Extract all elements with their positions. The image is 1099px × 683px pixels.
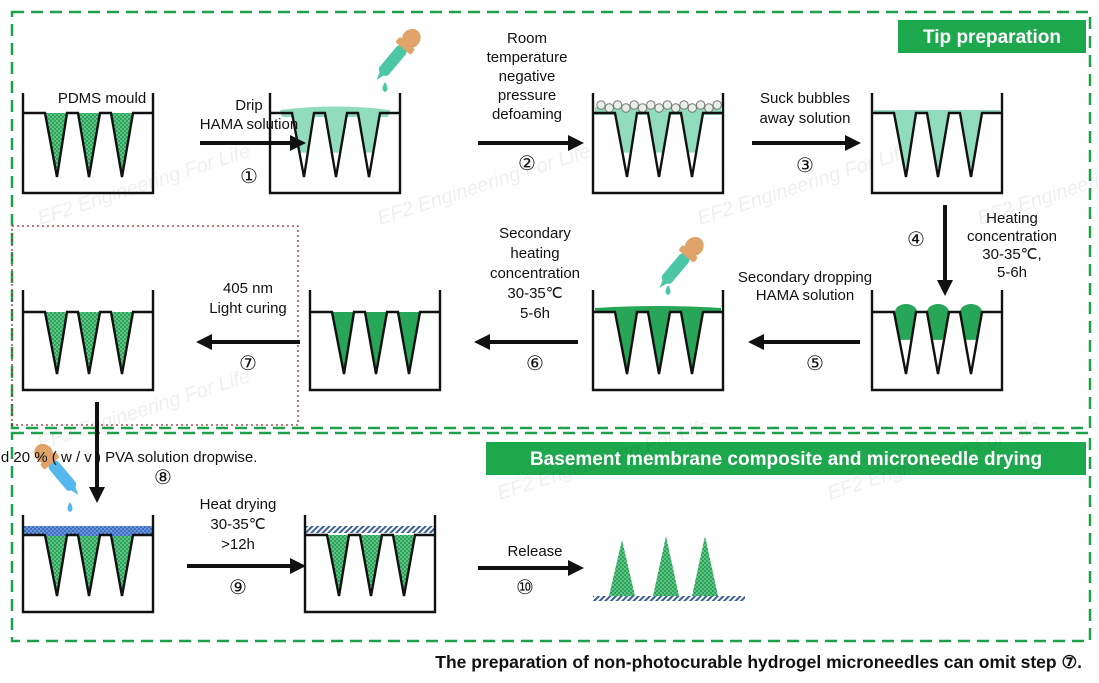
watermark: EF2 Engineering For Life xyxy=(35,365,253,455)
basement-frame xyxy=(10,431,1092,643)
step-1-label-line: HAMA solution xyxy=(200,116,298,133)
step-10-label-line: Release xyxy=(507,543,562,560)
step-4-label-line: Heating xyxy=(986,210,1038,227)
pdms-mould-secondary xyxy=(591,290,725,392)
watermark: EF2 Engineering For Life xyxy=(35,140,253,230)
dropper-icon xyxy=(659,236,704,288)
pdms-mould-bubbles xyxy=(591,93,725,195)
step-2-label-line: negative xyxy=(499,68,556,85)
step-5-number: ⑤ xyxy=(806,353,824,375)
step-5-label-line: Secondary dropping xyxy=(738,269,872,286)
basement-header: Basement membrane composite and micronee… xyxy=(530,449,1042,470)
step-2-label-line: Room xyxy=(507,30,547,47)
dropper-icon xyxy=(376,28,421,80)
optional-step-frame xyxy=(11,225,299,426)
tip-preparation-frame xyxy=(10,10,1092,430)
pdms-mould-pva xyxy=(21,515,155,614)
step-8-number: ⑧ xyxy=(154,467,172,489)
step-4-number: ④ xyxy=(907,229,925,251)
tip-header-box xyxy=(898,20,1086,53)
pdms-mould-dotted xyxy=(21,290,155,392)
step-9-label-line: >12h xyxy=(221,536,255,553)
watermark: EF2 Engineering For Life xyxy=(375,140,593,230)
step-3-label-line: Suck bubbles xyxy=(760,90,850,107)
released-microneedles xyxy=(593,536,745,601)
step-8-label-line: Add 20 % ( w / v ) PVA solution dropwise… xyxy=(0,449,257,466)
drop-icon xyxy=(67,502,73,512)
drop-icon xyxy=(665,285,671,295)
step-2-label-line: temperature xyxy=(487,49,568,66)
step-6-label-line: 5-6h xyxy=(520,305,550,322)
step-6-number: ⑥ xyxy=(526,353,544,375)
step-4-label-line: concentration xyxy=(967,228,1057,245)
tip-header: Tip preparation xyxy=(923,27,1061,48)
step-1-label-line: Drip xyxy=(235,97,263,114)
footnote: The preparation of non-photocurable hydr… xyxy=(435,652,1082,672)
step-7-label-line: 405 nm xyxy=(223,280,273,297)
step-2-number: ② xyxy=(518,153,536,175)
step-9-number: ⑨ xyxy=(229,577,247,599)
step-7-label-line: Light curing xyxy=(209,300,287,317)
step-9-label-line: Heat drying xyxy=(200,496,277,513)
step-3-label-line: away solution xyxy=(760,110,851,127)
step-6-label-line: 30-35℃ xyxy=(507,285,562,302)
step-3-number: ③ xyxy=(796,155,814,177)
step-2-label-line: pressure xyxy=(498,87,556,104)
drop-icon xyxy=(382,82,388,92)
step-9-label-line: 30-35℃ xyxy=(210,516,265,533)
pdms-mould-hatch xyxy=(303,515,437,614)
pdms-mould-drip xyxy=(268,93,402,195)
pdms-mould-empty xyxy=(21,93,155,195)
step-6-label-line: concentration xyxy=(490,265,580,282)
step-6-label-line: heating xyxy=(510,245,559,262)
step-10-number: ⑩ xyxy=(516,577,534,599)
basement-header-box xyxy=(486,442,1086,475)
step-4-label-line: 5-6h xyxy=(997,264,1027,281)
pdms-mould-label: PDMS mould xyxy=(58,90,146,107)
step-7-number: ⑦ xyxy=(239,353,257,375)
dropper-icon xyxy=(34,443,79,495)
step-2-label-line: defoaming xyxy=(492,106,562,123)
pdms-mould-thin xyxy=(870,93,1004,195)
pdms-mould-drops xyxy=(870,290,1004,392)
step-5-label-line: HAMA solution xyxy=(756,287,854,304)
step-4-label-line: 30-35℃, xyxy=(982,246,1041,263)
step-1-number: ① xyxy=(240,166,258,188)
watermark: EF2 Engineering For Life xyxy=(695,140,913,230)
pdms-mould-full xyxy=(308,290,442,392)
step-6-label-line: Secondary xyxy=(499,225,571,242)
